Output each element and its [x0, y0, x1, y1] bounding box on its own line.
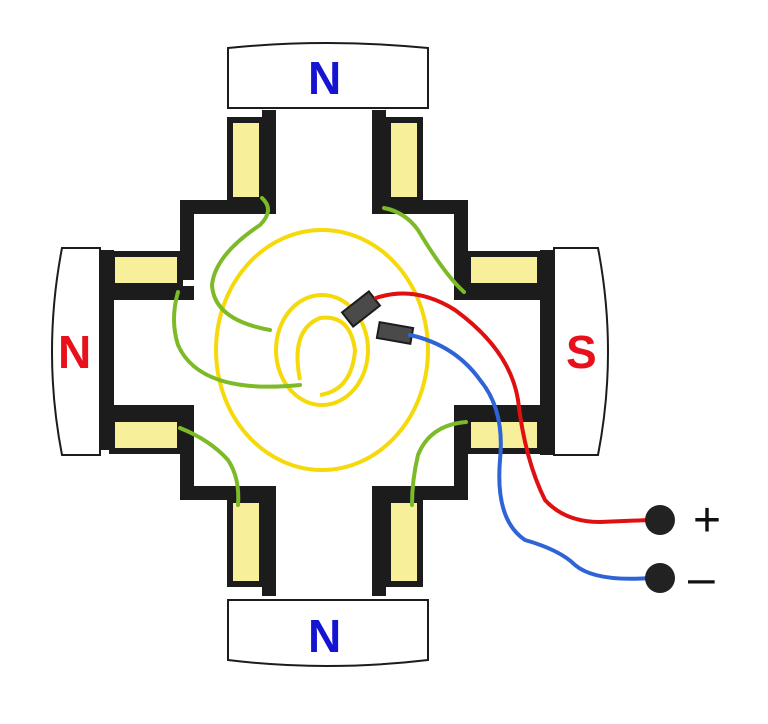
green-wire-1	[209, 196, 272, 332]
coil-blocks	[109, 117, 543, 587]
frame-top-right	[372, 110, 552, 300]
pole-label-bottom: N	[308, 610, 341, 662]
blue-wire	[408, 333, 652, 581]
yellow-winding	[214, 228, 430, 472]
stator-core	[108, 108, 540, 600]
pole-cap-top	[227, 42, 429, 109]
frame-bottom-right	[372, 405, 552, 596]
pole-cap-bottom	[227, 599, 429, 667]
pole-label-right: S	[566, 326, 597, 378]
green-wires	[172, 196, 468, 507]
pole-label-top: N	[308, 52, 341, 104]
negative-terminal-label: –	[688, 552, 715, 605]
pole-cap-right	[553, 247, 609, 456]
red-wire	[374, 291, 652, 525]
frame-top-left	[108, 110, 276, 300]
green-wire-3	[382, 206, 466, 294]
terminal-positive	[645, 505, 675, 535]
green-wire-4	[178, 426, 241, 507]
green-wire-5	[410, 420, 468, 507]
terminal-negative	[645, 563, 675, 593]
positive-terminal-label: +	[693, 494, 721, 547]
pole-label-left: N	[58, 326, 91, 378]
pole-arm-edges	[100, 250, 554, 455]
green-wire-2	[172, 290, 302, 389]
pole-cap-left	[51, 247, 101, 456]
